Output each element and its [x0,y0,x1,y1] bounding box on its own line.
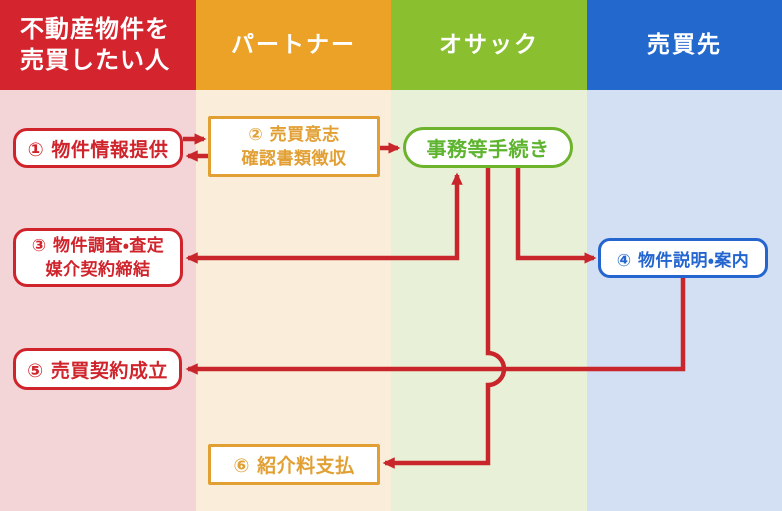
column-osac-header: オサック [391,0,587,90]
column-client-title-line2: 売買したい人 [20,46,170,74]
box-office-procedures-label: 事務等手続き [426,137,550,161]
box-intent-documents: ② 売買意志 確認書類徴収 [208,116,380,177]
box-referral-fee: ⑥ 紹介料支払 [208,444,380,485]
column-buyer-header: 売買先 [587,0,782,90]
box-property-info-label: ① 物件情報提供 [27,138,169,161]
column-buyer-body [587,90,782,511]
column-osac: オサック [391,0,587,511]
box-office-procedures: 事務等手続き [403,127,573,168]
box-intent-documents-line1: ② 売買意志 [248,124,340,145]
box-property-guidance-label: ④ 物件説明・案内 [616,250,750,271]
box-survey-contract: ③ 物件調査・査定 媒介契約締結 [13,228,183,287]
box-survey-contract-line2: 媒介契約締結 [45,259,151,280]
box-sales-contract: ⑤ 売買契約成立 [13,348,182,390]
box-property-info: ① 物件情報提供 [13,128,183,168]
column-partner-header: パートナー [196,0,391,90]
box-survey-contract-line1: ③ 物件調査・査定 [31,235,165,256]
box-referral-fee-label: ⑥ 紹介料支払 [233,455,355,477]
box-intent-documents-line2: 確認書類徴収 [241,148,347,169]
column-partner: パートナー [196,0,391,511]
box-sales-contract-label: ⑤ 売買契約成立 [27,359,168,382]
column-client-title-line1: 不動産物件を [20,15,170,43]
column-buyer-title: 売買先 [647,31,722,58]
column-osac-title: オサック [439,31,539,58]
column-client-header: 不動産物件を 売買したい人 [0,0,196,90]
column-partner-title: パートナー [231,31,356,58]
box-property-guidance: ④ 物件説明・案内 [598,238,768,278]
